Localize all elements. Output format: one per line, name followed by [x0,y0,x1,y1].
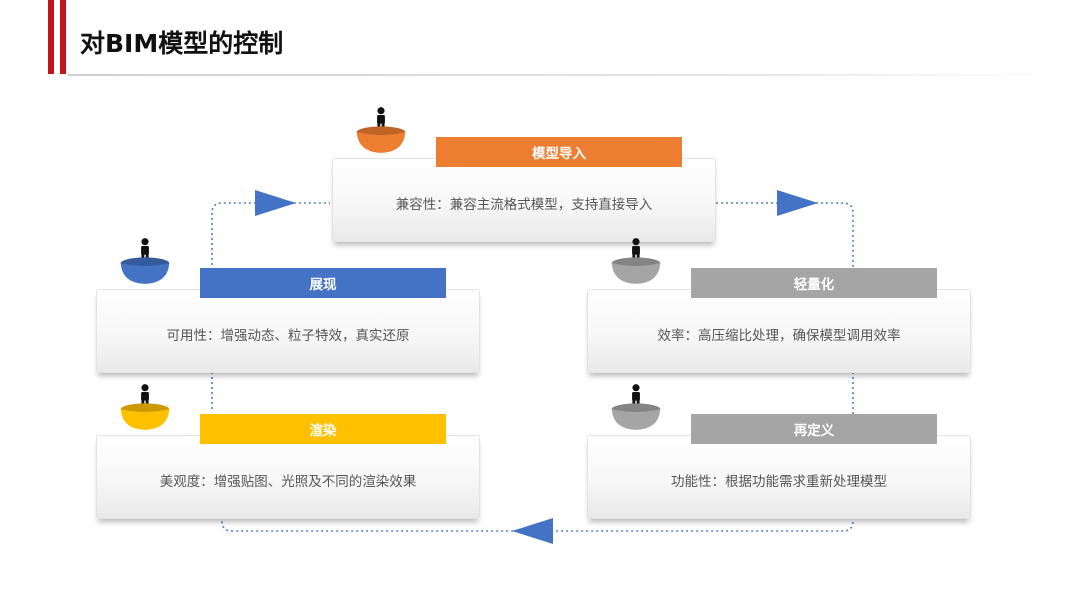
node-label-text: 轻量化 [793,277,835,293]
node-label-lightweight: 轻量化 [691,268,937,298]
node-label-text: 再定义 [793,423,835,439]
node-description: 效率：高压缩比处理，确保模型调用效率 [657,328,901,344]
connector-top-right [716,202,854,289]
node-description: 兼容性：兼容主流格式模型，支持直接导入 [395,197,653,213]
node-card-render: 美观度：增强贴图、光照及不同的渲染效果 [96,435,480,519]
node-label-render: 渲染 [200,414,446,444]
node-card-lightweight: 效率：高压缩比处理，确保模型调用效率 [587,289,971,373]
bowl-icon [611,238,661,284]
connector-top-left [211,202,330,265]
node-card-display: 可用性：增强动态、粒子特效，真实还原 [96,289,480,373]
node-label-redefine: 再定义 [691,414,937,444]
triangle-arrow-icon [255,190,296,216]
node-description: 可用性：增强动态、粒子特效，真实还原 [166,328,410,344]
bowl-icon [356,107,406,153]
bowl-icon [611,384,661,430]
node-description: 功能性：根据功能需求重新处理模型 [671,474,887,490]
title-accent-bar-right [60,0,66,74]
node-label-text: 模型导入 [532,146,586,162]
bowl-icon [120,238,170,284]
triangle-arrow-icon [512,518,553,544]
title-accent-bar-left [48,0,54,74]
title-divider [68,74,1058,76]
triangle-arrow-icon [777,190,818,216]
node-card-import: 兼容性：兼容主流格式模型，支持直接导入 [332,158,716,242]
node-label-display: 展现 [200,268,446,298]
node-label-import: 模型导入 [436,137,682,167]
node-label-text: 渲染 [309,423,337,439]
page-title: 对BIM模型的控制 [80,29,284,58]
node-card-redefine: 功能性：根据功能需求重新处理模型 [587,435,971,519]
bowl-icon [120,384,170,430]
node-description: 美观度：增强贴图、光照及不同的渲染效果 [159,474,417,490]
node-label-text: 展现 [309,277,337,293]
